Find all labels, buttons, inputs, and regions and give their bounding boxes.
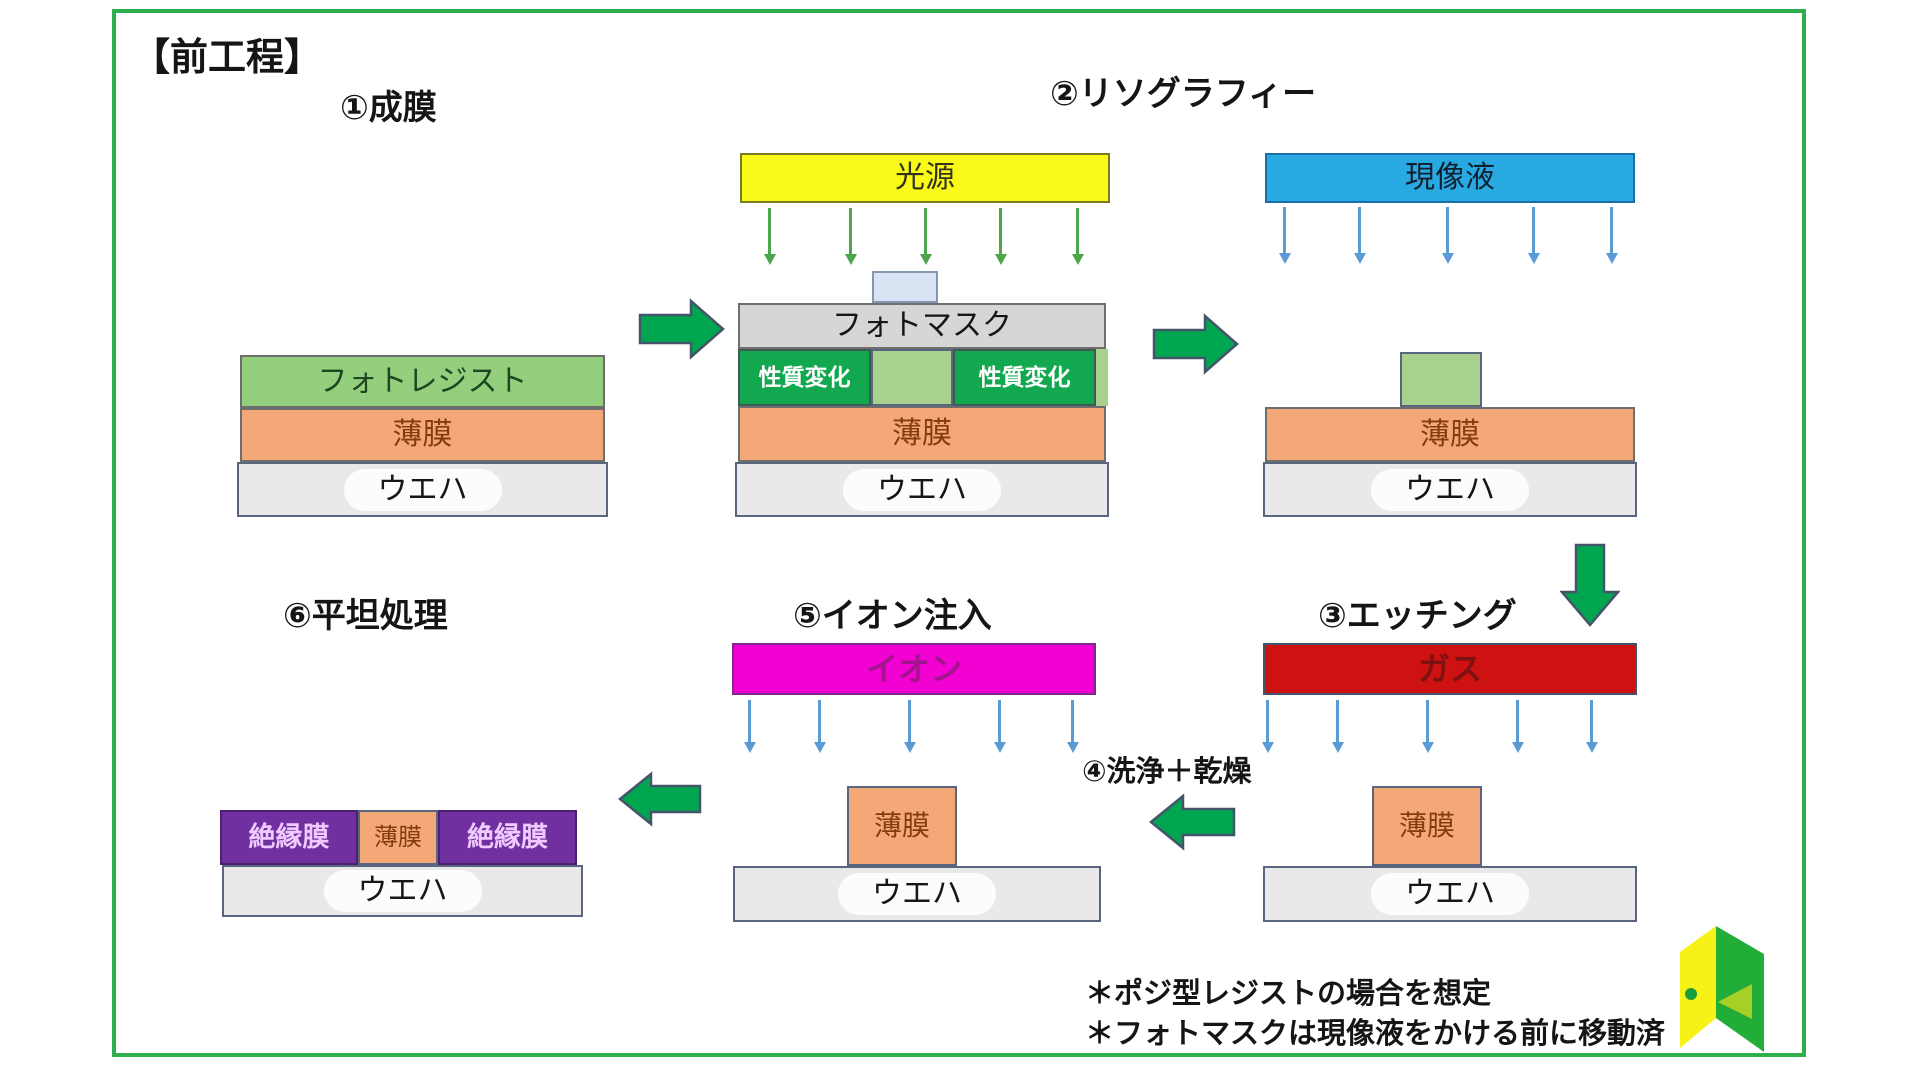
step1-title: ①成膜 [340, 89, 437, 127]
unexposed-resist-edge [1096, 349, 1108, 406]
mask-pattern-block [872, 271, 938, 303]
insulating-film-right: 絶縁膜 [438, 810, 577, 865]
ion-thin-film-block: 薄膜 [847, 786, 957, 866]
step6-title: ⑥平坦処理 [283, 597, 448, 635]
wafer-layer-b: ウエハ [735, 462, 1109, 517]
thin-film-layer-b: 薄膜 [738, 406, 1106, 462]
ion-ray-icon [743, 700, 756, 753]
remaining-resist-block [1400, 352, 1482, 407]
developer-ray-icon [1353, 207, 1366, 264]
light-ray-icon [919, 208, 932, 265]
ion-ray-icon [813, 700, 826, 753]
gas-ray-icon [1511, 700, 1524, 753]
flow-arrow-left-icon [618, 771, 702, 827]
thin-film-layer-c: 薄膜 [1265, 407, 1635, 462]
light-ray-icon [1071, 208, 1084, 265]
photomask-box: フォトマスク [738, 303, 1106, 349]
ion-box: イオン [732, 643, 1096, 695]
light-ray-icon [994, 208, 1007, 265]
developer-ray-icon [1278, 207, 1291, 264]
ion-ray-icon [903, 700, 916, 753]
wafer-layer-ion: ウエハ [733, 866, 1101, 922]
developer-box: 現像液 [1265, 153, 1635, 203]
gas-box: ガス [1263, 643, 1637, 695]
light-ray-icon [763, 208, 776, 265]
footnote-positive-resist: ＊ポジ型レジストの場合を想定 [1085, 978, 1492, 1010]
gas-ray-icon [1421, 700, 1434, 753]
footnote-photomask-moved: ＊フォトマスクは現像液をかける前に移動済 [1085, 1018, 1666, 1050]
flow-arrow-right-icon [1152, 313, 1239, 375]
property-change-right: 性質変化 [953, 349, 1096, 406]
page-title: 【前工程】 [132, 37, 323, 79]
flow-arrow-down-icon [1560, 543, 1620, 627]
developer-ray-icon [1441, 207, 1454, 264]
insulating-film-left: 絶縁膜 [220, 810, 358, 865]
gas-ray-icon [1585, 700, 1598, 753]
light-source-box: 光源 [740, 153, 1110, 203]
thin-film-layer-a: 薄膜 [240, 408, 605, 462]
step4-title: ④洗浄＋乾燥 [1082, 756, 1252, 788]
step2-title: ②リソグラフィー [1050, 75, 1317, 113]
diagram-border [112, 9, 1806, 1057]
unexposed-resist-center [871, 349, 953, 406]
etched-thin-film-block: 薄膜 [1372, 786, 1482, 866]
developer-ray-icon [1605, 207, 1618, 264]
light-ray-icon [844, 208, 857, 265]
gas-ray-icon [1261, 700, 1274, 753]
step5-title: ⑤イオン注入 [793, 597, 992, 635]
planar-thin-film-block: 薄膜 [358, 810, 438, 865]
property-change-left: 性質変化 [738, 349, 871, 406]
open-door-logo-icon [1680, 926, 1764, 1052]
flow-arrow-right-icon [638, 298, 725, 360]
photoresist-layer: フォトレジスト [240, 355, 605, 408]
developer-ray-icon [1527, 207, 1540, 264]
flow-arrow-left-icon [1149, 793, 1236, 851]
step3-title: ③エッチング [1318, 597, 1517, 635]
ion-ray-icon [1066, 700, 1079, 753]
wafer-layer-c: ウエハ [1263, 462, 1637, 517]
wafer-layer-planar: ウエハ [222, 865, 583, 917]
wafer-layer-a: ウエハ [237, 462, 608, 517]
wafer-layer-etch: ウエハ [1263, 866, 1637, 922]
ion-ray-icon [993, 700, 1006, 753]
gas-ray-icon [1331, 700, 1344, 753]
